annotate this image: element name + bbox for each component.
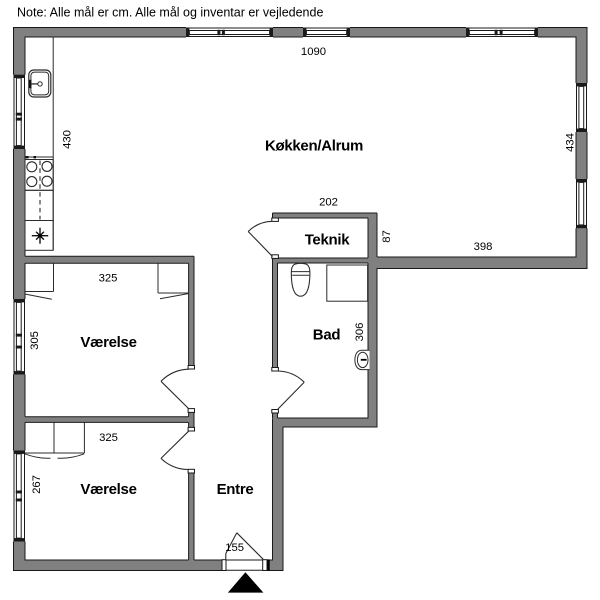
svg-text:430: 430 <box>62 130 74 149</box>
svg-text:434: 434 <box>565 133 577 152</box>
svg-text:325: 325 <box>99 432 118 444</box>
svg-text:Note: Alle mål er cm. Alle mål: Note: Alle mål er cm. Alle mål og invent… <box>17 6 323 20</box>
svg-text:Køkken/Alrum: Køkken/Alrum <box>265 137 363 154</box>
svg-text:87: 87 <box>381 230 393 243</box>
svg-text:202: 202 <box>319 197 338 209</box>
svg-text:1090: 1090 <box>301 46 326 58</box>
svg-text:155: 155 <box>225 542 244 554</box>
svg-text:Bad: Bad <box>313 327 341 344</box>
svg-text:306: 306 <box>354 323 366 342</box>
svg-text:Entre: Entre <box>217 481 254 498</box>
svg-text:325: 325 <box>99 273 118 285</box>
svg-text:Teknik: Teknik <box>305 231 351 248</box>
svg-text:Værelse: Værelse <box>80 334 136 351</box>
svg-text:Værelse: Værelse <box>80 481 136 498</box>
svg-text:267: 267 <box>31 475 43 494</box>
svg-text:398: 398 <box>474 241 493 253</box>
svg-text:305: 305 <box>29 331 41 350</box>
